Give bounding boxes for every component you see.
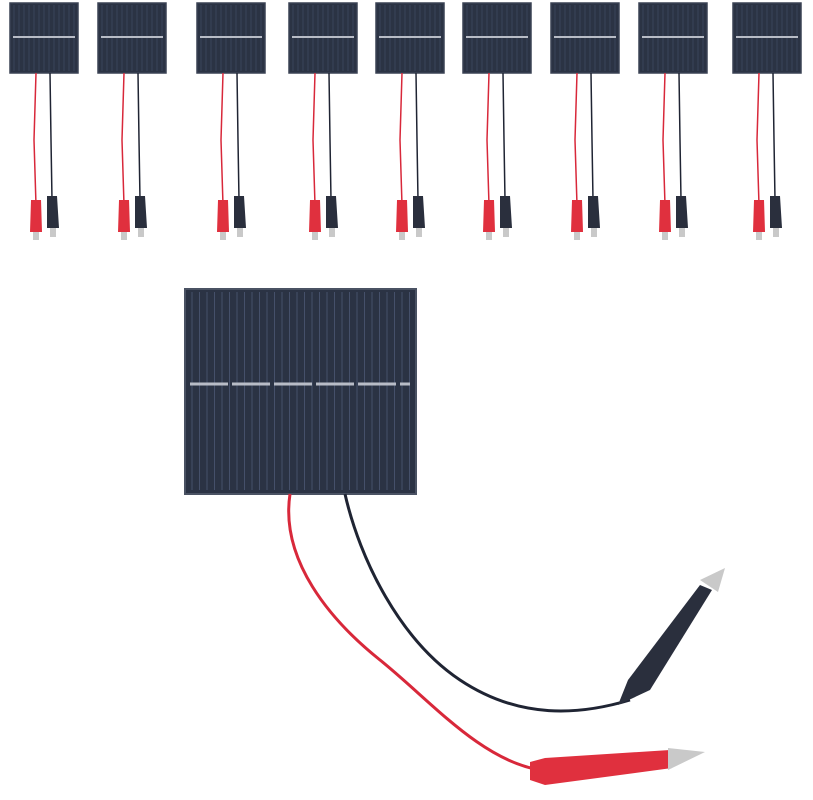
black-wire xyxy=(236,72,240,201)
red-alligator-clip xyxy=(659,200,671,232)
clip-tip xyxy=(486,232,492,240)
clip-tip xyxy=(679,228,685,237)
large-panel-body xyxy=(184,288,417,495)
clip-tip xyxy=(662,232,668,240)
clip-tip xyxy=(756,232,762,240)
small-solar-panel xyxy=(638,2,708,240)
red-alligator-clip xyxy=(571,200,583,232)
red-alligator-clip xyxy=(30,200,42,232)
large-solar-panel xyxy=(184,288,725,785)
red-alligator-clip xyxy=(753,200,765,232)
clip-tip xyxy=(138,228,144,237)
small-solar-panel xyxy=(732,2,802,240)
black-alligator-clip xyxy=(770,196,782,228)
large-panel-cell-lines xyxy=(191,292,410,490)
clip-tip xyxy=(416,228,422,237)
clip-tip xyxy=(574,232,580,240)
black-wire xyxy=(502,72,506,201)
clip-tip xyxy=(399,232,405,240)
small-solar-panel xyxy=(9,2,79,240)
black-alligator-clip xyxy=(135,196,147,228)
clip-tip xyxy=(329,228,335,237)
black-alligator-clip xyxy=(500,196,512,228)
red-wire xyxy=(399,72,403,206)
red-wire xyxy=(220,72,224,206)
red-wire xyxy=(574,72,578,206)
small-solar-panel xyxy=(462,2,532,240)
red-alligator-clip xyxy=(217,200,229,232)
clip-tip xyxy=(237,228,243,237)
clip-tip xyxy=(220,232,226,240)
black-wire xyxy=(590,72,594,201)
black-alligator-clip xyxy=(676,196,688,228)
red-wire xyxy=(312,72,316,206)
red-alligator-clip xyxy=(396,200,408,232)
black-alligator-clip xyxy=(588,196,600,228)
red-alligator-clip xyxy=(118,200,130,232)
clip-tip xyxy=(33,232,39,240)
black-wire xyxy=(772,72,776,201)
red-wire xyxy=(756,72,760,206)
black-wire xyxy=(678,72,682,201)
red-wire xyxy=(662,72,666,206)
black-wire xyxy=(328,72,332,201)
black-alligator-clip xyxy=(47,196,59,228)
black-alligator-clip xyxy=(618,568,725,705)
red-wire xyxy=(33,72,37,206)
small-solar-panel-row xyxy=(9,2,802,240)
small-solar-panel xyxy=(550,2,620,240)
clip-tip xyxy=(50,228,56,237)
small-solar-panel xyxy=(97,2,167,240)
black-alligator-clip xyxy=(413,196,425,228)
small-solar-panel xyxy=(288,2,358,240)
black-alligator-clip xyxy=(326,196,338,228)
black-alligator-clip xyxy=(234,196,246,228)
clip-tip xyxy=(503,228,509,237)
black-wire xyxy=(415,72,419,201)
red-alligator-clip xyxy=(483,200,495,232)
clip-tip xyxy=(773,228,779,237)
black-wire xyxy=(49,72,53,201)
black-wire xyxy=(137,72,141,201)
red-alligator-clip xyxy=(309,200,321,232)
small-solar-panel xyxy=(196,2,266,240)
clip-tip xyxy=(121,232,127,240)
small-solar-panel xyxy=(375,2,445,240)
red-wire xyxy=(287,493,541,772)
red-wire xyxy=(121,72,125,206)
red-alligator-clip xyxy=(530,748,705,785)
clip-tip xyxy=(312,232,318,240)
clip-tip xyxy=(591,228,597,237)
black-wire xyxy=(343,493,631,713)
red-wire xyxy=(486,72,490,206)
